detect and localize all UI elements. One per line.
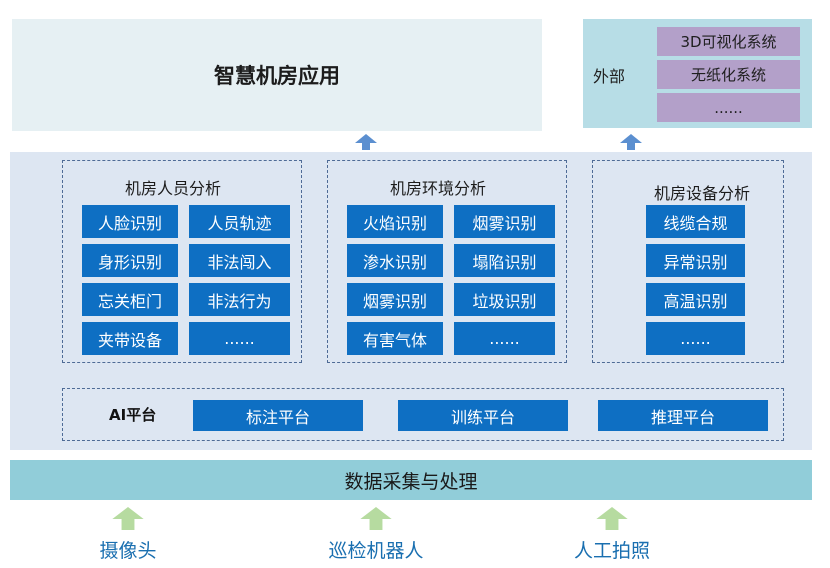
tile: ...... xyxy=(646,322,745,355)
external-item-paperless: 无纸化系统 xyxy=(657,60,800,89)
tile: 身形识别 xyxy=(82,244,178,277)
tile: 烟雾识别 xyxy=(454,205,555,238)
external-systems-box: 外部 3D可视化系统 无纸化系统 ...... xyxy=(583,19,812,128)
data-collection-bar: 数据采集与处理 xyxy=(10,460,812,500)
source-camera: 摄像头 xyxy=(28,507,228,563)
tile: 有害气体 xyxy=(347,322,443,355)
smart-room-application-box: 智慧机房应用 xyxy=(12,19,542,131)
tile: 异常识别 xyxy=(646,244,745,277)
tile: 渗水识别 xyxy=(347,244,443,277)
tile: 人脸识别 xyxy=(82,205,178,238)
source-label: 摄像头 xyxy=(99,540,157,562)
external-item-more: ...... xyxy=(657,93,800,122)
external-item-3d: 3D可视化系统 xyxy=(657,27,800,56)
tile: 忘关柜门 xyxy=(82,283,178,316)
source-inspection-robot: 巡检机器人 xyxy=(276,507,476,563)
source-manual-photo: 人工拍照 xyxy=(512,507,712,563)
tile: 烟雾识别 xyxy=(347,283,443,316)
tile: 线缆合规 xyxy=(646,205,745,238)
tile: 塌陷识别 xyxy=(454,244,555,277)
group-title: 机房人员分析 xyxy=(125,179,222,198)
ai-platform-label: AI平台 xyxy=(109,406,157,424)
tile: ...... xyxy=(454,322,555,355)
annotation-platform-tile: 标注平台 xyxy=(193,400,363,431)
tile: ...... xyxy=(189,322,290,355)
tile: 高温识别 xyxy=(646,283,745,316)
tile: 非法闯入 xyxy=(189,244,290,277)
tile: 夹带设备 xyxy=(82,322,178,355)
equipment-analysis-group: 机房设备分析 线缆合规 异常识别 高温识别 ...... xyxy=(592,160,784,363)
source-label: 人工拍照 xyxy=(573,540,650,562)
tile: 火焰识别 xyxy=(347,205,443,238)
arrow-up-icon xyxy=(112,507,144,530)
environment-analysis-group: 机房环境分析 火焰识别 烟雾识别 渗水识别 塌陷识别 烟雾识别 垃圾识别 有害气… xyxy=(327,160,567,363)
arrow-up-icon xyxy=(355,134,377,150)
ai-platform-group: AI平台 标注平台 训练平台 推理平台 xyxy=(62,388,784,441)
tile: 人员轨迹 xyxy=(189,205,290,238)
personnel-analysis-group: 机房人员分析 人脸识别 人员轨迹 身形识别 非法闯入 忘关柜门 非法行为 夹带设… xyxy=(62,160,302,363)
source-label: 巡检机器人 xyxy=(328,540,424,562)
application-title: 智慧机房应用 xyxy=(214,64,340,88)
training-platform-tile: 训练平台 xyxy=(398,400,568,431)
inference-platform-tile: 推理平台 xyxy=(598,400,768,431)
arrow-up-icon xyxy=(596,507,628,530)
arrow-up-icon xyxy=(360,507,392,530)
external-label: 外部 xyxy=(593,67,626,86)
group-title: 机房设备分析 xyxy=(654,184,751,203)
arrow-up-icon xyxy=(620,134,642,150)
tile: 非法行为 xyxy=(189,283,290,316)
group-title: 机房环境分析 xyxy=(390,179,487,198)
tile: 垃圾识别 xyxy=(454,283,555,316)
data-collection-title: 数据采集与处理 xyxy=(344,470,478,493)
